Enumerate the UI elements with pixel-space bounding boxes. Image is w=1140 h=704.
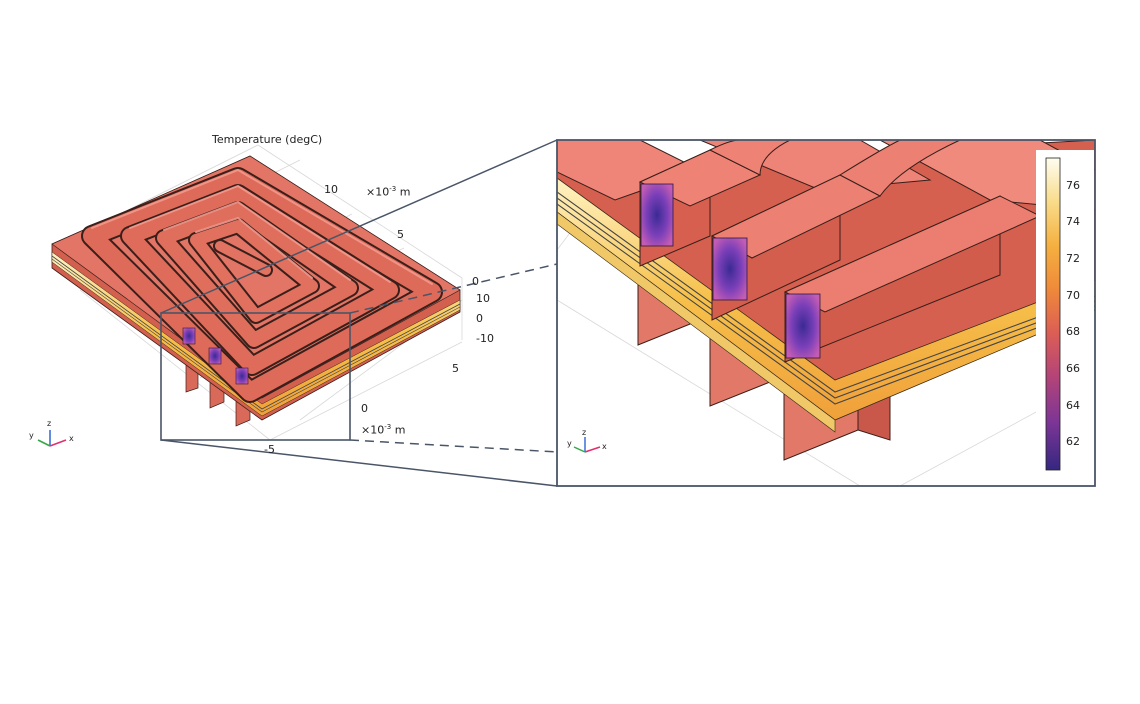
- axis-triad-left: [37, 430, 67, 447]
- triad-y-label: y: [29, 431, 34, 440]
- zoom-connectors: [160, 139, 558, 487]
- plot-title: Temperature (degC): [212, 133, 323, 146]
- x-tick-0: 0: [361, 402, 368, 415]
- y-tick-0: 0: [472, 275, 479, 288]
- conductor-cross-sections: [182, 327, 249, 385]
- zoom-view: [557, 140, 1095, 486]
- colorbar: [1045, 157, 1061, 471]
- colorbar-tick: 68: [1066, 325, 1080, 339]
- zoom-triad-y-label: y: [567, 439, 572, 448]
- colorbar-tick: 70: [1066, 288, 1080, 302]
- colorbar-tick: 72: [1066, 251, 1080, 265]
- colorbar-tick: 76: [1066, 178, 1080, 192]
- triad-z-label: z: [47, 419, 52, 428]
- full-view: [51, 144, 463, 441]
- y-axis-unit: ×10-3 m: [366, 185, 411, 199]
- z-tick-10: 10: [476, 292, 490, 305]
- colorbar-tick: 64: [1066, 398, 1080, 412]
- y-tick-10: 10: [324, 183, 338, 196]
- coil-winding: [81, 167, 443, 403]
- axis-triad-right: [573, 437, 601, 453]
- hot-layer: [51, 251, 461, 417]
- z-tick-0: 0: [476, 312, 483, 325]
- x-tick-minus-5: -5: [264, 443, 275, 456]
- z-tick-minus-10: -10: [476, 332, 494, 345]
- y-tick-5: 5: [397, 228, 404, 241]
- zoom-frame: [556, 139, 1096, 487]
- x-tick-5: 5: [452, 362, 459, 375]
- colorbar-tick: 74: [1066, 215, 1080, 229]
- zoom-triad-z-label: z: [582, 428, 587, 437]
- triad-x-label: x: [69, 434, 74, 443]
- colorbar-tick: 66: [1066, 362, 1080, 376]
- colorbar-tick: 62: [1066, 435, 1080, 449]
- x-axis-unit: ×10-3 m: [361, 423, 406, 437]
- zoom-triad-x-label: x: [602, 442, 607, 451]
- zoom-region: [160, 312, 351, 441]
